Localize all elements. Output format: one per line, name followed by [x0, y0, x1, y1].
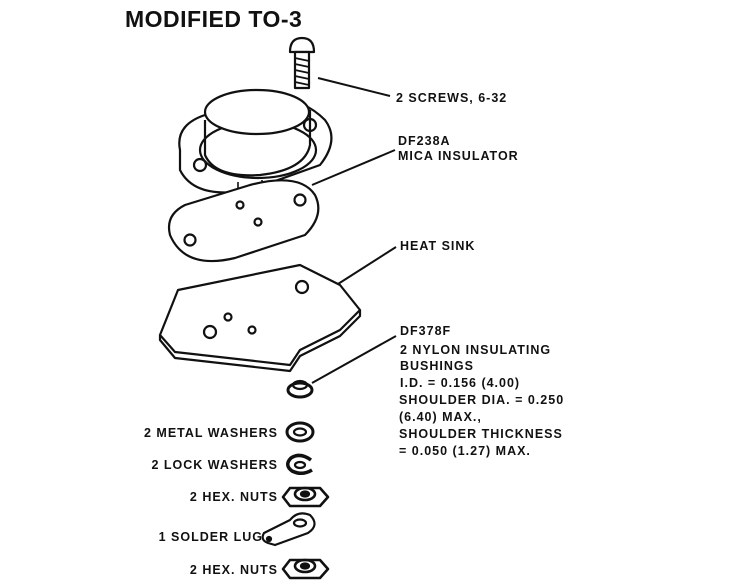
heat-sink-drawing [158, 263, 362, 373]
metal-washer-drawing [285, 421, 315, 443]
transistor-drawing [178, 88, 333, 198]
label-bushing-line: (6.40) MAX., [399, 410, 482, 424]
label-bushing-line: BUSHINGS [400, 359, 474, 373]
label-mica-part: DF238A [398, 134, 451, 148]
label-hex-nuts-1: 2 HEX. NUTS [189, 490, 278, 504]
label-metal-washers: 2 METAL WASHERS [144, 426, 278, 440]
label-bushing-line: SHOULDER DIA. = 0.250 [399, 393, 565, 407]
label-mica-name: MICA INSULATOR [398, 149, 519, 163]
label-bushing-line: = 0.050 (1.27) MAX. [399, 444, 531, 458]
diagram-title: MODIFIED TO-3 [125, 6, 303, 32]
leader-line-screws [317, 77, 391, 97]
label-lock-washers: 2 LOCK WASHERS [151, 458, 278, 472]
screw-drawing [288, 36, 316, 90]
bushing-drawing [286, 379, 314, 399]
leader-line-bushing [311, 335, 397, 384]
hex-nut-drawing [281, 558, 330, 580]
label-screws: 2 SCREWS, 6-32 [396, 91, 508, 105]
hex-nut-drawing [281, 486, 330, 508]
label-hex-nuts-2: 2 HEX. NUTS [189, 563, 278, 577]
label-bushing-line: SHOULDER THICKNESS [399, 427, 563, 441]
lock-washer-drawing [286, 453, 313, 475]
label-bushing-line: I.D. = 0.156 (4.00) [400, 376, 521, 390]
label-solder-lug: 1 SOLDER LUG [158, 530, 263, 544]
leader-line-heat-sink [337, 246, 397, 285]
leader-line-mica [311, 149, 396, 186]
label-bushing-part: DF378F [400, 324, 452, 338]
label-heat-sink: HEAT SINK [400, 239, 476, 253]
mica-insulator-drawing [167, 179, 320, 263]
solder-lug-drawing [261, 512, 316, 547]
label-bushing-line: 2 NYLON INSULATING [400, 343, 552, 357]
